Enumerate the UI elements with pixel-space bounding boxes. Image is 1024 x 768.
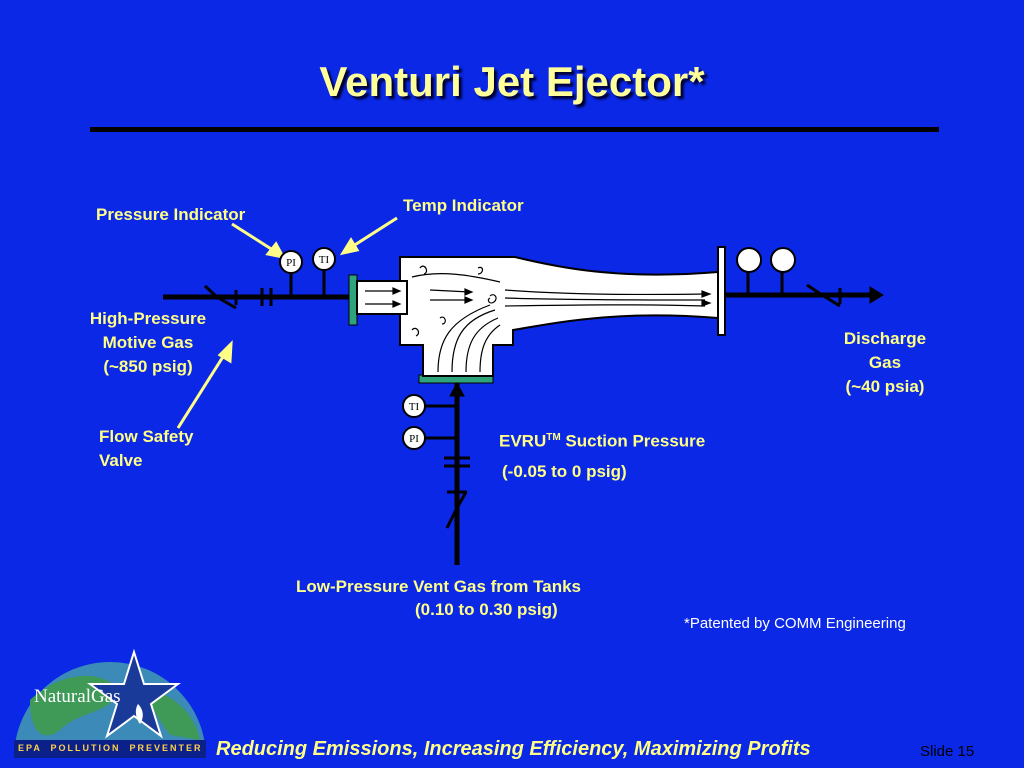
- suction-pressure-evru: EVRU: [499, 431, 547, 451]
- flow-safety-valve-label: Flow Safety Valve: [99, 425, 193, 473]
- top-instruments: PI TI: [279, 247, 336, 274]
- vent-range-label: (0.10 to 0.30 psig): [415, 600, 558, 619]
- title-divider: [90, 127, 939, 132]
- discharge-gas-label: Discharge Gas (~40 psia): [820, 327, 950, 399]
- ti-suction-label: TI: [409, 401, 420, 413]
- suction-pressure-text: Suction Pressure: [560, 431, 706, 451]
- discharge-gas-line-3: (~40 psia): [845, 377, 925, 396]
- suction-range-label: (-0.05 to 0 psig): [502, 462, 627, 481]
- callout-arrows: [176, 216, 398, 429]
- inlet-flange: [348, 274, 358, 326]
- ti-top-label: TI: [319, 254, 330, 266]
- motive-gas-line-2: Motive Gas: [102, 333, 194, 352]
- pi-suction-label: PI: [409, 433, 419, 445]
- suction-instruments: TI PI: [402, 394, 426, 450]
- natural-gas-logo: [14, 648, 206, 758]
- motive-gas-label: High-Pressure Motive Gas (~850 psig): [68, 307, 228, 379]
- suction-line: [423, 381, 470, 565]
- vent-gas-label: Low-Pressure Vent Gas from Tanks: [296, 577, 581, 596]
- slide-title: Venturi Jet Ejector*: [319, 58, 705, 105]
- flow-safety-valve-line-1: Flow Safety: [99, 427, 194, 446]
- slide-number: Slide 15: [920, 743, 975, 760]
- patent-note: *Patented by COMM Engineering: [684, 615, 906, 632]
- discharge-gas-line-2: Gas: [868, 353, 902, 372]
- discharge-gas-line-1: Discharge: [843, 329, 927, 348]
- ejector-body: [356, 246, 726, 377]
- flow-safety-valve-line-2: Valve: [99, 451, 143, 470]
- discharge-line: [725, 272, 884, 308]
- pressure-indicator-label: Pressure Indicator: [96, 205, 246, 224]
- motive-gas-line-1: High-Pressure: [89, 309, 207, 328]
- suction-pressure-tm: TM: [546, 432, 561, 443]
- pi-top-label: PI: [286, 257, 296, 269]
- motive-gas-line-3: (~850 psig): [103, 357, 193, 376]
- footer-tagline: Reducing Emissions, Increasing Efficienc…: [216, 738, 811, 760]
- motive-gas-line: [163, 268, 350, 310]
- temp-indicator-label: Temp Indicator: [403, 196, 524, 215]
- logo-name: NaturalGas: [34, 686, 121, 707]
- logo-program: EPA POLLUTION PREVENTER: [18, 743, 203, 753]
- suction-pressure-label: EVRUTM Suction Pressure: [499, 426, 705, 454]
- flow-arrows: [365, 265, 712, 373]
- discharge-gauges: [736, 247, 796, 273]
